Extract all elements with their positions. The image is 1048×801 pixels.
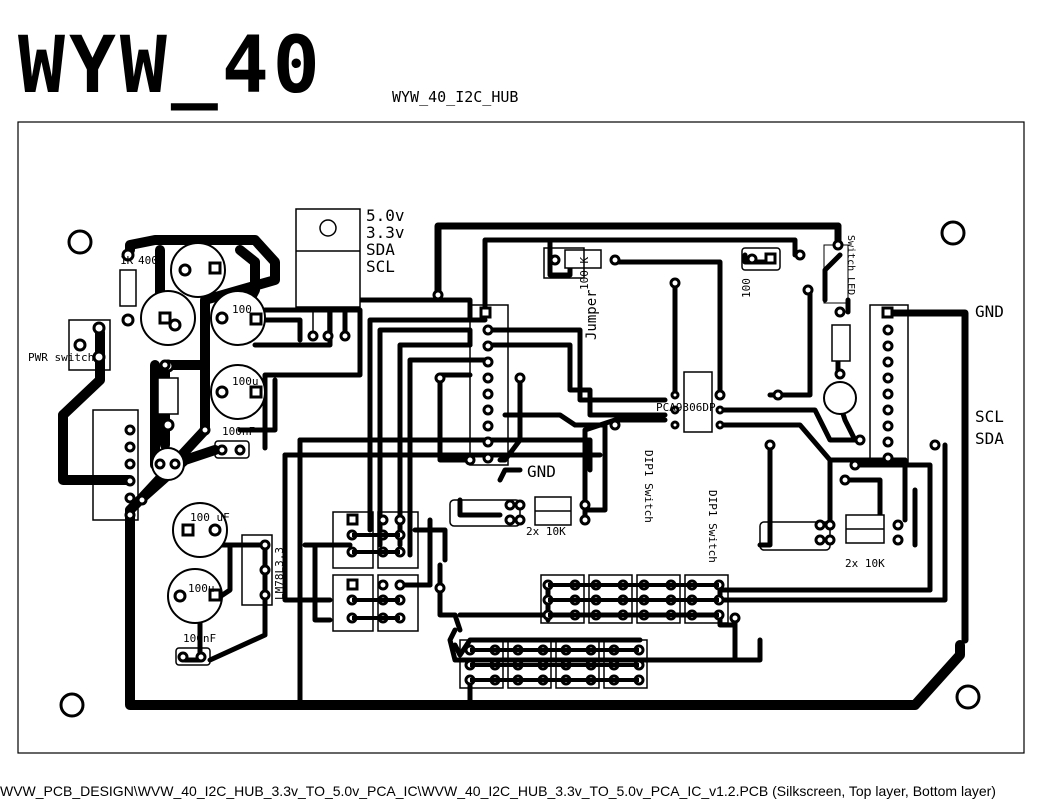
cap-100uf (172, 502, 228, 558)
jumper (543, 247, 585, 279)
label-1k: 1K (120, 254, 134, 267)
mount-hole-br (955, 684, 981, 710)
label-jumper: Jumper (584, 289, 600, 340)
ic-pca9306dp (670, 371, 725, 433)
label-2x10k-b: 2x 10K (845, 557, 885, 570)
label-100u-b: 100u (188, 582, 215, 595)
label-dip1-b: DIP1 Switch (706, 490, 719, 563)
label-100nf-b: 100nF (183, 632, 216, 645)
file-path-footer: WVW_PCB_DESIGN\WVW_40_I2C_HUB_3.3v_TO_5.… (0, 783, 996, 799)
resistor-right (823, 244, 851, 380)
center-header (469, 304, 509, 466)
cap-pads (154, 261, 263, 603)
label-gnd-mid: GND (527, 462, 556, 481)
regulator-to220 (295, 208, 361, 342)
label-3v3: 3.3v (366, 223, 405, 242)
dip-bars (352, 533, 719, 682)
led-left (151, 447, 185, 481)
resistor-100k (549, 249, 621, 269)
signal-traces (182, 237, 948, 708)
led-right (823, 381, 857, 415)
resistors-2x10k-a (449, 496, 591, 527)
label-ic: PCA9306DP (656, 401, 716, 414)
label-100: 100 (740, 278, 753, 298)
resistors-2x10k-b (759, 514, 904, 551)
label-100uf: 100 uF (190, 511, 230, 524)
mount-hole-tr (940, 220, 966, 246)
cap-100u (210, 364, 266, 420)
mounting-holes (59, 220, 981, 718)
label-100nf-a: 100nF (222, 425, 255, 438)
label-2x10k-a: 2x 10K (526, 525, 566, 538)
power-header (92, 409, 139, 521)
label-gnd-right: GND (975, 302, 1004, 321)
jumper-100 (741, 247, 781, 271)
dip-switches-left (332, 511, 419, 632)
label-400: 400 (138, 254, 158, 267)
label-scl-right: SCL (975, 407, 1004, 426)
regulator-lm78l33 (241, 534, 273, 606)
vias (136, 239, 941, 624)
cap-100u-b (167, 568, 223, 624)
label-100k: 100 K (578, 257, 591, 290)
cap-100 (210, 290, 266, 346)
label-switch-led: Switch LED (845, 235, 856, 295)
label-sda-right: SDA (975, 429, 1004, 448)
label-470: 470 Ohm (148, 371, 161, 418)
caps-100nf (175, 440, 250, 666)
label-dip1-a: DIP1 Switch (642, 450, 655, 523)
power-switch (68, 319, 111, 371)
label-cap-100: 100 (232, 303, 252, 316)
mount-hole-tl (67, 229, 93, 255)
board-outline (17, 121, 1025, 754)
ground-traces (434, 222, 969, 644)
resistor-1k (119, 248, 137, 327)
label-pwr-switch: PWR switch (28, 351, 94, 364)
label-lm78l33: LM78L3.3 (273, 547, 286, 600)
label-5v: 5.0v (366, 206, 405, 225)
board-title: WYW_40_I2C_HUB (392, 88, 518, 106)
right-header (869, 304, 909, 466)
label-scl-top: SCL (366, 257, 395, 276)
cap-top (170, 242, 226, 298)
mount-hole-bl (59, 692, 85, 718)
capacitors (140, 242, 857, 624)
logo-text: WYW_40 (18, 21, 324, 111)
label-sda-top: SDA (366, 240, 395, 259)
label-cap-100u: 100u (232, 375, 259, 388)
